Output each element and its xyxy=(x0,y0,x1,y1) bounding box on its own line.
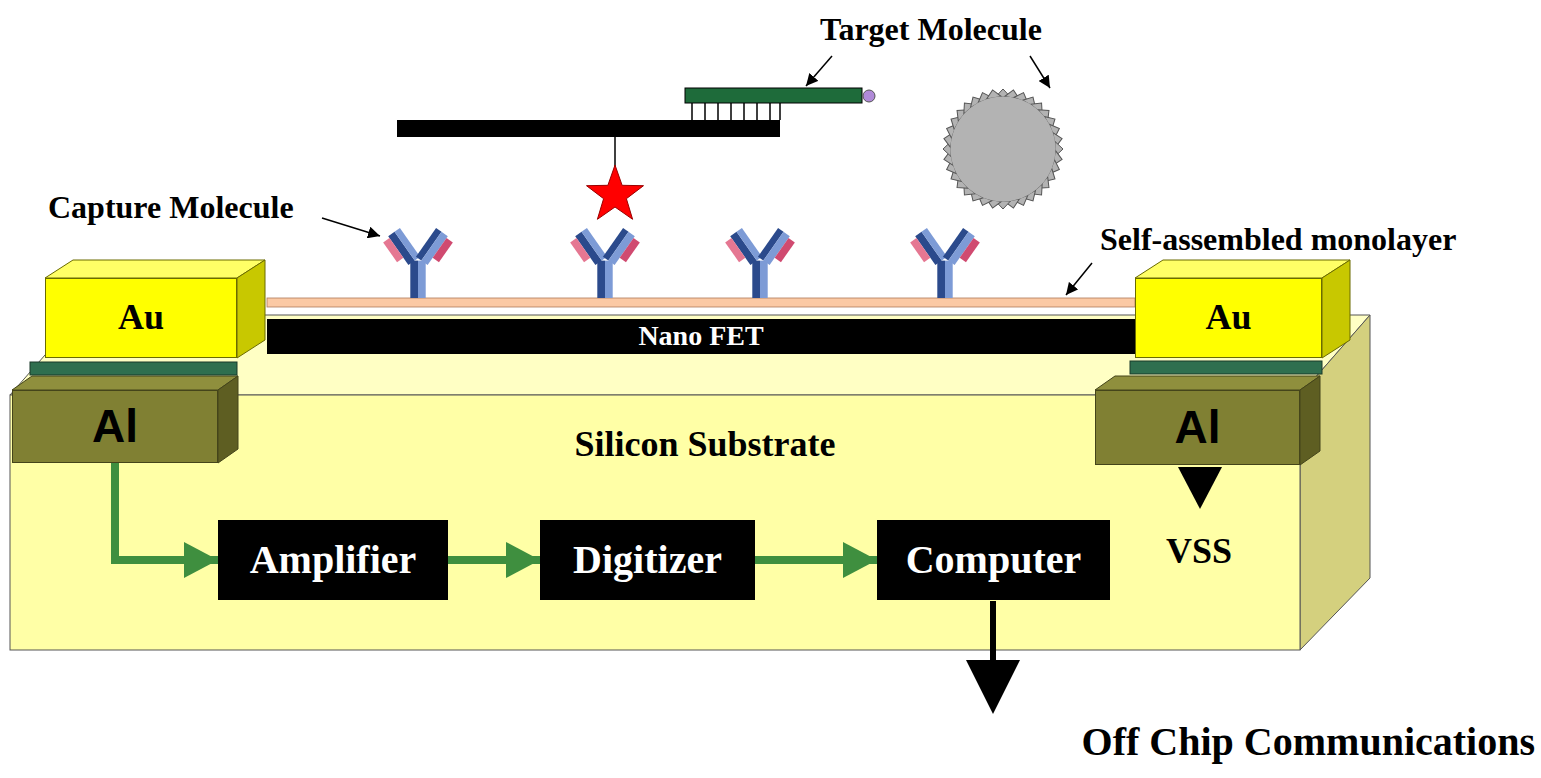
signal-name: VSS xyxy=(1166,532,1232,572)
node-text: Au xyxy=(1205,298,1251,338)
signal-arrow xyxy=(115,463,218,560)
amplifier-block: Amplifier xyxy=(218,520,448,600)
node-text: Nano FET xyxy=(638,321,763,352)
gold-contact: Au xyxy=(45,278,237,358)
dna-strand xyxy=(397,120,780,137)
nano-fet-channel: Nano FET xyxy=(267,319,1135,354)
computer-block: Computer xyxy=(877,520,1110,600)
al-pad-top xyxy=(1095,376,1320,390)
vss-arrow xyxy=(1178,467,1222,509)
aluminum-pad: Al xyxy=(1095,390,1300,465)
capture-antibody xyxy=(382,228,454,298)
aluminum-pad: Al xyxy=(12,390,218,463)
tether-line xyxy=(614,137,616,166)
base-pairs xyxy=(692,103,780,120)
al-pad-side xyxy=(218,376,238,463)
offchip-arrow-shaft xyxy=(990,601,996,662)
digitizer-block: Digitizer xyxy=(540,520,755,600)
callout-label: Self-assembled monolayer xyxy=(1100,222,1456,257)
al-pad-top xyxy=(12,376,238,390)
node-text: Al xyxy=(92,401,138,452)
au-top xyxy=(1135,260,1350,278)
tag-dot xyxy=(863,90,875,102)
label-slot: Capture Molecule xyxy=(48,190,294,225)
leader-line xyxy=(1030,56,1050,88)
leader-line xyxy=(806,56,832,86)
signal-arrow xyxy=(755,556,877,564)
label-slot: Target Molecule xyxy=(820,12,1042,47)
callout-label: Capture Molecule xyxy=(48,190,294,225)
label-slot: VSS xyxy=(1166,532,1232,572)
adhesion-layer xyxy=(1130,361,1322,374)
signal-arrow xyxy=(448,556,540,564)
au-side xyxy=(237,260,265,358)
node-text: Computer xyxy=(906,538,1082,582)
capture-antibody xyxy=(909,228,981,298)
label-slot: Off Chip Communications xyxy=(1082,720,1535,764)
virus-body xyxy=(951,97,1056,202)
label-slot: Self-assembled monolayer xyxy=(1100,222,1456,257)
adhesion-layer xyxy=(30,362,237,375)
antigen-star xyxy=(587,165,644,219)
silicon-substrate: Silicon SubstrateAmplifier Digitizer Compu… xyxy=(10,395,1300,650)
node-text: Al xyxy=(1175,402,1221,453)
al-pad-side xyxy=(1300,376,1320,465)
virus-particle xyxy=(943,89,1064,210)
au-top xyxy=(45,260,265,278)
callout-label: Target Molecule xyxy=(820,12,1042,47)
output-label: Off Chip Communications xyxy=(1082,720,1535,764)
gold-contact: Au xyxy=(1135,278,1322,358)
node-text: Amplifier xyxy=(250,538,417,582)
node-text: Silicon Substrate xyxy=(574,425,835,465)
node-text: Digitizer xyxy=(573,538,722,582)
leader-line xyxy=(1066,263,1092,295)
capture-antibody xyxy=(724,228,796,298)
offchip-arrow-head xyxy=(966,660,1020,714)
monolayer-strip xyxy=(267,298,1135,307)
node-text: Au xyxy=(118,298,164,338)
capture-antibody xyxy=(569,228,641,298)
probe-strand xyxy=(685,88,862,103)
leader-line xyxy=(322,218,380,236)
au-side xyxy=(1322,260,1350,358)
